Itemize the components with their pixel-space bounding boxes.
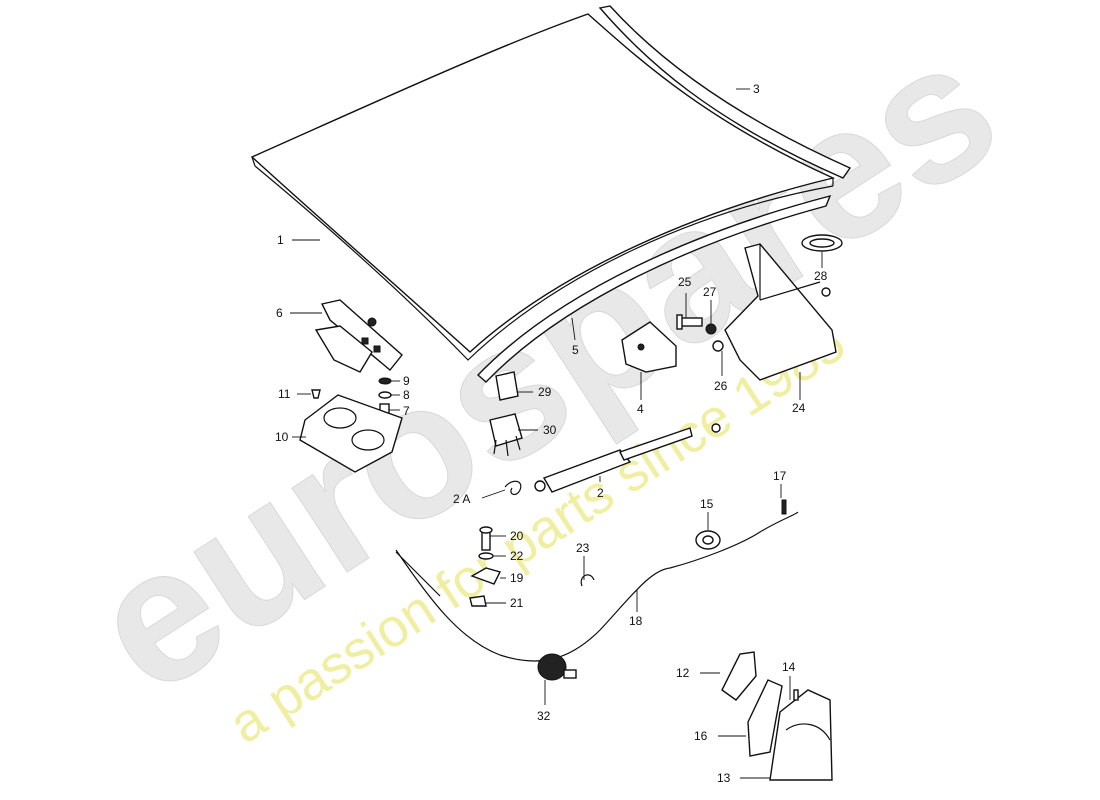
part-17-pin [781,499,787,515]
callout-23: 23 [576,541,590,555]
callout-8: 8 [403,388,410,402]
callout-26: 26 [714,379,728,393]
callout-16: 16 [694,729,708,743]
callout-17: 17 [773,469,787,483]
callout-22: 22 [510,549,524,563]
part-4-bracket [621,321,677,373]
parts-29-30 [489,371,523,457]
parts-12-13-14-16-release-lever [721,651,833,781]
callout-9: 9 [403,374,410,388]
callout-4: 4 [637,402,644,416]
callout-1: 1 [277,233,284,247]
part-1-hood-panel [250,13,836,361]
callout-7: 7 [403,404,410,418]
leader-lines [290,88,823,779]
part-28-grommet [801,234,843,252]
callout-12: 12 [676,666,690,680]
callout-28: 28 [814,269,828,283]
callout-3: 3 [753,82,760,96]
callout-27: 27 [703,285,717,299]
callout-21: 21 [510,596,524,610]
callout-2a: 2 A [453,492,470,506]
callout-13: 13 [717,771,731,785]
callout-24: 24 [792,401,806,415]
callout-32: 32 [537,709,551,723]
callout-5: 5 [572,343,579,357]
part-2-gas-strut [534,423,721,493]
callout-20: 20 [510,529,524,543]
part-24-hinge [724,243,837,381]
callout-29: 29 [538,385,552,399]
part-3-seal-strip [598,5,852,179]
small-hardware [311,377,392,417]
callout-15: 15 [700,497,714,511]
part-15-grommet [695,530,721,550]
parts-25-26-27 [676,314,724,352]
callout-30: 30 [543,423,557,437]
callouts: 1 3 6 9 8 7 11 10 5 29 30 4 25 27 26 24 … [275,82,828,785]
part-32-knob [537,653,577,681]
callout-6: 6 [276,306,283,320]
part-10-striker-plate [299,394,403,473]
part-18-release-cable [395,511,799,662]
callout-18: 18 [629,614,643,628]
part-2a-clip [504,480,522,496]
callout-11: 11 [278,387,291,401]
part-6-hood-lock [314,299,403,373]
part-23-clip [580,574,595,587]
part-5-seal-strip [476,194,832,383]
callout-25: 25 [678,275,692,289]
callout-2: 2 [597,486,604,500]
callout-10: 10 [275,430,289,444]
callout-19: 19 [510,571,524,585]
callout-14: 14 [782,660,796,674]
